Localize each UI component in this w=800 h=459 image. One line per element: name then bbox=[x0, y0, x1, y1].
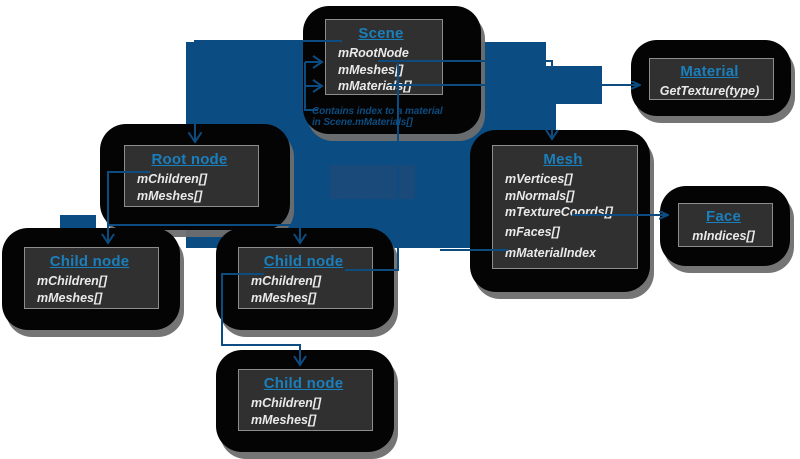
field-mMaterials: mMaterials[] bbox=[338, 79, 412, 93]
field-mTextureCoords: mTextureCoords[] bbox=[505, 205, 613, 219]
node-child-node-middle-title: Child node bbox=[263, 253, 344, 270]
node-material[interactable]: Material GetTexture(type) bbox=[649, 58, 774, 100]
field-mVertices: mVertices[] bbox=[505, 172, 573, 186]
note-material-index: Contains index to a material in Scene.mM… bbox=[312, 106, 443, 128]
field-mFaces: mFaces[] bbox=[505, 224, 560, 239]
node-mesh-title: Mesh bbox=[543, 151, 583, 168]
node-scene[interactable]: Scene mRootNode mMeshes[] mMaterials[] bbox=[325, 19, 443, 95]
field-child-bottom-mMeshes: mMeshes[] bbox=[251, 412, 317, 427]
field-mMeshes: mMeshes[] bbox=[338, 62, 404, 77]
node-root-node[interactable]: Root node mChildren[] mMeshes[] bbox=[124, 145, 259, 207]
field-child-middle-mChildren: mChildren[] bbox=[251, 274, 322, 288]
node-scene-title: Scene bbox=[358, 25, 404, 42]
field-GetTexture: GetTexture(type) bbox=[659, 84, 760, 98]
field-root-mChildren: mChildren[] bbox=[137, 172, 208, 186]
node-mesh[interactable]: Mesh mVertices[] mNormals[] mTextureCoor… bbox=[492, 145, 638, 269]
node-child-node-left[interactable]: Child node mChildren[] mMeshes[] bbox=[24, 247, 159, 309]
node-child-node-bottom-title: Child node bbox=[263, 375, 344, 392]
field-mIndices: mIndices[] bbox=[692, 229, 755, 243]
note-occluder bbox=[330, 165, 415, 199]
node-root-node-title: Root node bbox=[151, 151, 228, 168]
field-mRootNode: mRootNode bbox=[338, 46, 409, 60]
field-child-middle-mMeshes: mMeshes[] bbox=[251, 290, 317, 305]
node-material-title: Material bbox=[680, 63, 739, 80]
field-child-left-mMeshes: mMeshes[] bbox=[37, 290, 103, 305]
field-child-bottom-mChildren: mChildren[] bbox=[251, 396, 322, 410]
node-child-node-middle[interactable]: Child node mChildren[] mMeshes[] bbox=[238, 247, 373, 309]
field-root-mMeshes: mMeshes[] bbox=[137, 188, 203, 203]
field-mNormals: mNormals[] bbox=[505, 188, 575, 203]
node-face-title: Face bbox=[706, 208, 741, 225]
field-mMaterialIndex: mMaterialIndex bbox=[505, 246, 597, 260]
node-child-node-bottom[interactable]: Child node mChildren[] mMeshes[] bbox=[238, 369, 373, 431]
node-child-node-left-title: Child node bbox=[49, 253, 130, 270]
node-face[interactable]: Face mIndices[] bbox=[678, 203, 773, 247]
field-child-left-mChildren: mChildren[] bbox=[37, 274, 108, 288]
